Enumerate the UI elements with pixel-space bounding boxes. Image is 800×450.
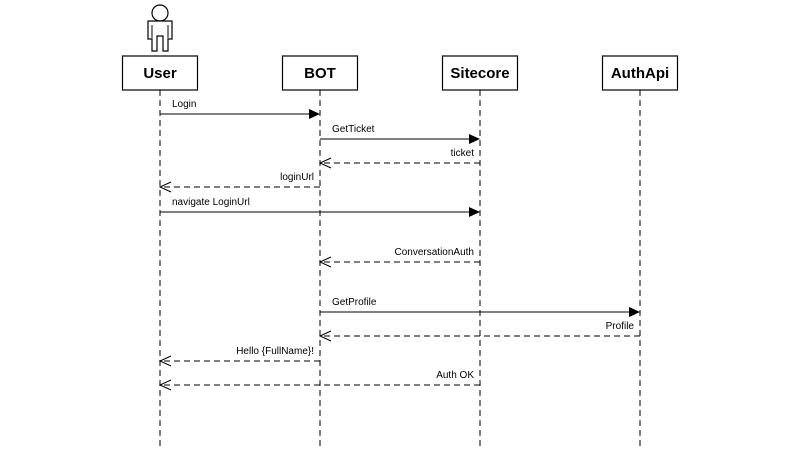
message-label: GetTicket — [332, 124, 375, 135]
participant-sitecore: Sitecore — [441, 55, 519, 91]
message-label: ticket — [451, 148, 475, 159]
message-label: Auth OK — [436, 370, 474, 381]
participant-label: User — [143, 65, 177, 82]
arrowhead-filled — [309, 109, 320, 119]
message-9: Hello {FullName}! — [158, 346, 320, 367]
participant-authapi: AuthApi — [601, 55, 679, 91]
message-label: ConversationAuth — [395, 247, 475, 258]
actor-icon — [147, 4, 173, 52]
message-label: loginUrl — [280, 172, 314, 183]
arrowhead-filled — [469, 207, 480, 217]
participant-bot: BOT — [281, 55, 359, 91]
message-8: Profile — [318, 321, 640, 342]
arrowhead-open — [318, 256, 332, 268]
participant-box — [281, 55, 359, 91]
message-label: Profile — [606, 321, 635, 332]
arrowhead-open — [158, 355, 172, 367]
arrowhead-open — [158, 181, 172, 193]
participant-label: BOT — [304, 65, 336, 82]
message-3: ticket — [318, 148, 480, 169]
message-label: GetProfile — [332, 297, 377, 308]
message-label: Hello {FullName}! — [236, 346, 314, 357]
participants: User BOT Sitecore AuthApi — [121, 4, 679, 91]
message-7: GetProfile — [320, 297, 640, 317]
participant-box — [441, 55, 519, 91]
participant-user: User — [121, 4, 199, 91]
arrowhead-open — [318, 330, 332, 342]
arrowhead-open — [318, 157, 332, 169]
participant-box — [601, 55, 679, 91]
message-6: ConversationAuth — [318, 247, 480, 268]
message-1: Login — [160, 99, 320, 119]
message-label: Login — [172, 99, 196, 110]
message-label: navigate LoginUrl — [172, 197, 250, 208]
arrowhead-open — [158, 379, 172, 391]
message-10: Auth OK — [158, 370, 480, 391]
arrowhead-filled — [629, 307, 640, 317]
arrowhead-filled — [469, 134, 480, 144]
participant-box — [121, 55, 199, 91]
participant-label: Sitecore — [450, 65, 509, 82]
message-5: navigate LoginUrl — [160, 197, 480, 217]
message-4: loginUrl — [158, 172, 320, 193]
message-2: GetTicket — [320, 124, 480, 144]
lifelines — [159, 90, 641, 450]
participant-label: AuthApi — [611, 65, 669, 82]
